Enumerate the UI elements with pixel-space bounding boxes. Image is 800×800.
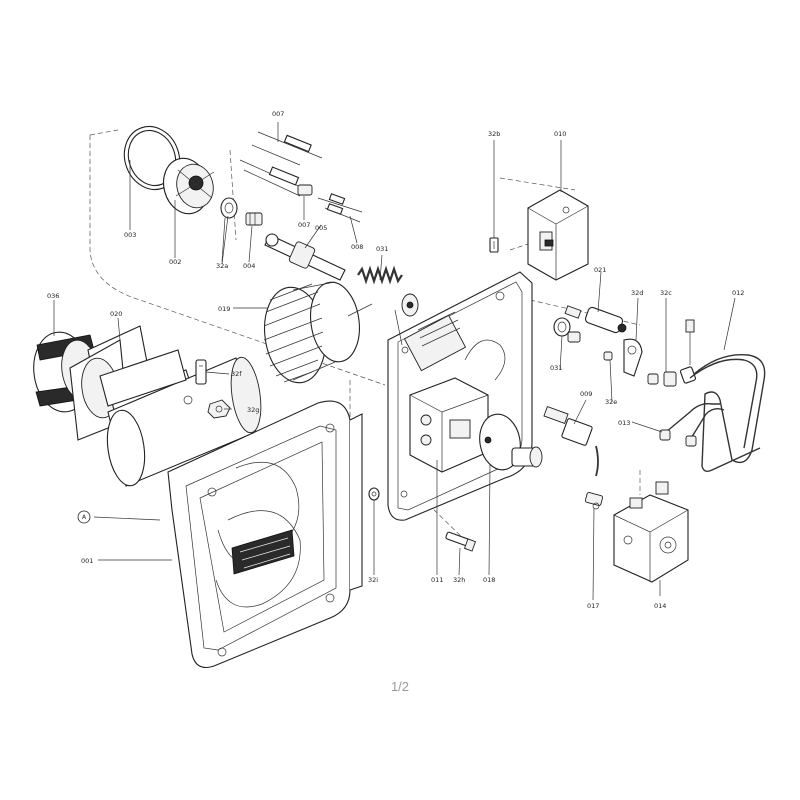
label-014: 014 (654, 602, 666, 610)
label-32h: 32h (453, 576, 465, 584)
part-001-housing (167, 400, 363, 669)
label-009: 009 (580, 390, 592, 398)
label-004: 004 (243, 262, 255, 270)
label-036: 036 (47, 292, 59, 300)
label-001: 001 (81, 557, 93, 565)
label-008: 008 (351, 243, 363, 251)
part-021-photocell (564, 305, 627, 334)
label-031-right: 031 (550, 364, 562, 372)
part-011-motor (409, 377, 489, 473)
part-32d-bracket (623, 338, 643, 377)
part-004-nozzle (245, 212, 263, 226)
blast-tube (99, 349, 262, 487)
label-007: 007 (298, 221, 310, 229)
part-32a-washer (220, 197, 238, 219)
label-031-left: 031 (376, 245, 388, 253)
label-019: 019 (218, 305, 230, 313)
label-32a: 32a (216, 262, 228, 270)
part-32c-fittings (647, 366, 697, 387)
label-018: 018 (483, 576, 495, 584)
callout-labels: 003 002 32a 004 005 007 007 008 031 009 … (47, 110, 744, 610)
part-002-head (162, 157, 215, 215)
part-018-coupling (479, 413, 543, 471)
part-009-solenoid (543, 405, 599, 477)
reference-marker-a (77, 510, 91, 524)
assembly-outline (89, 135, 386, 386)
label-32c: 32c (660, 289, 672, 297)
label-32b: 32b (488, 130, 500, 138)
part-010-transformer (527, 189, 589, 281)
label-32e: 32e (605, 398, 617, 406)
part-32f-screw (195, 359, 207, 385)
label-012: 012 (732, 289, 744, 297)
label-007-top: 007 (272, 110, 284, 118)
label-010: 010 (554, 130, 566, 138)
part-012-oil-lines (685, 319, 766, 473)
label-32d: 32d (631, 289, 643, 297)
label-32i: 32i (368, 576, 378, 584)
part-32e-nut (567, 331, 613, 361)
part-003-o-ring (123, 125, 181, 191)
label-013: 013 (618, 419, 630, 427)
leader-lines (53, 122, 736, 601)
part-008-cables (317, 193, 363, 223)
part-031-ring (553, 317, 571, 337)
page-indicator: 1/2 (390, 679, 410, 694)
label-005: 005 (315, 224, 327, 232)
part-32i-washer (368, 487, 380, 501)
label-002: 002 (169, 258, 181, 266)
part-031-spring (357, 265, 403, 285)
part-32h-screw (445, 531, 477, 552)
label-003: 003 (124, 231, 136, 239)
label-017: 017 (587, 602, 599, 610)
part-32g-nut (207, 399, 231, 419)
part-017-fitting (584, 492, 604, 510)
label-021: 021 (594, 266, 606, 274)
part-019-fan-wheel (263, 281, 373, 384)
part-014-oil-pump (613, 481, 689, 583)
label-a: A (82, 514, 87, 521)
label-011: 011 (431, 576, 443, 584)
part-007-electrodes (239, 131, 323, 197)
part-007-clip (297, 184, 313, 196)
part-013-oil-lines (659, 402, 725, 447)
label-020: 020 (110, 310, 122, 318)
label-32g: 32g (247, 406, 259, 414)
label-32f: 32f (231, 370, 242, 378)
part-005-nozzle-holder (264, 233, 346, 281)
